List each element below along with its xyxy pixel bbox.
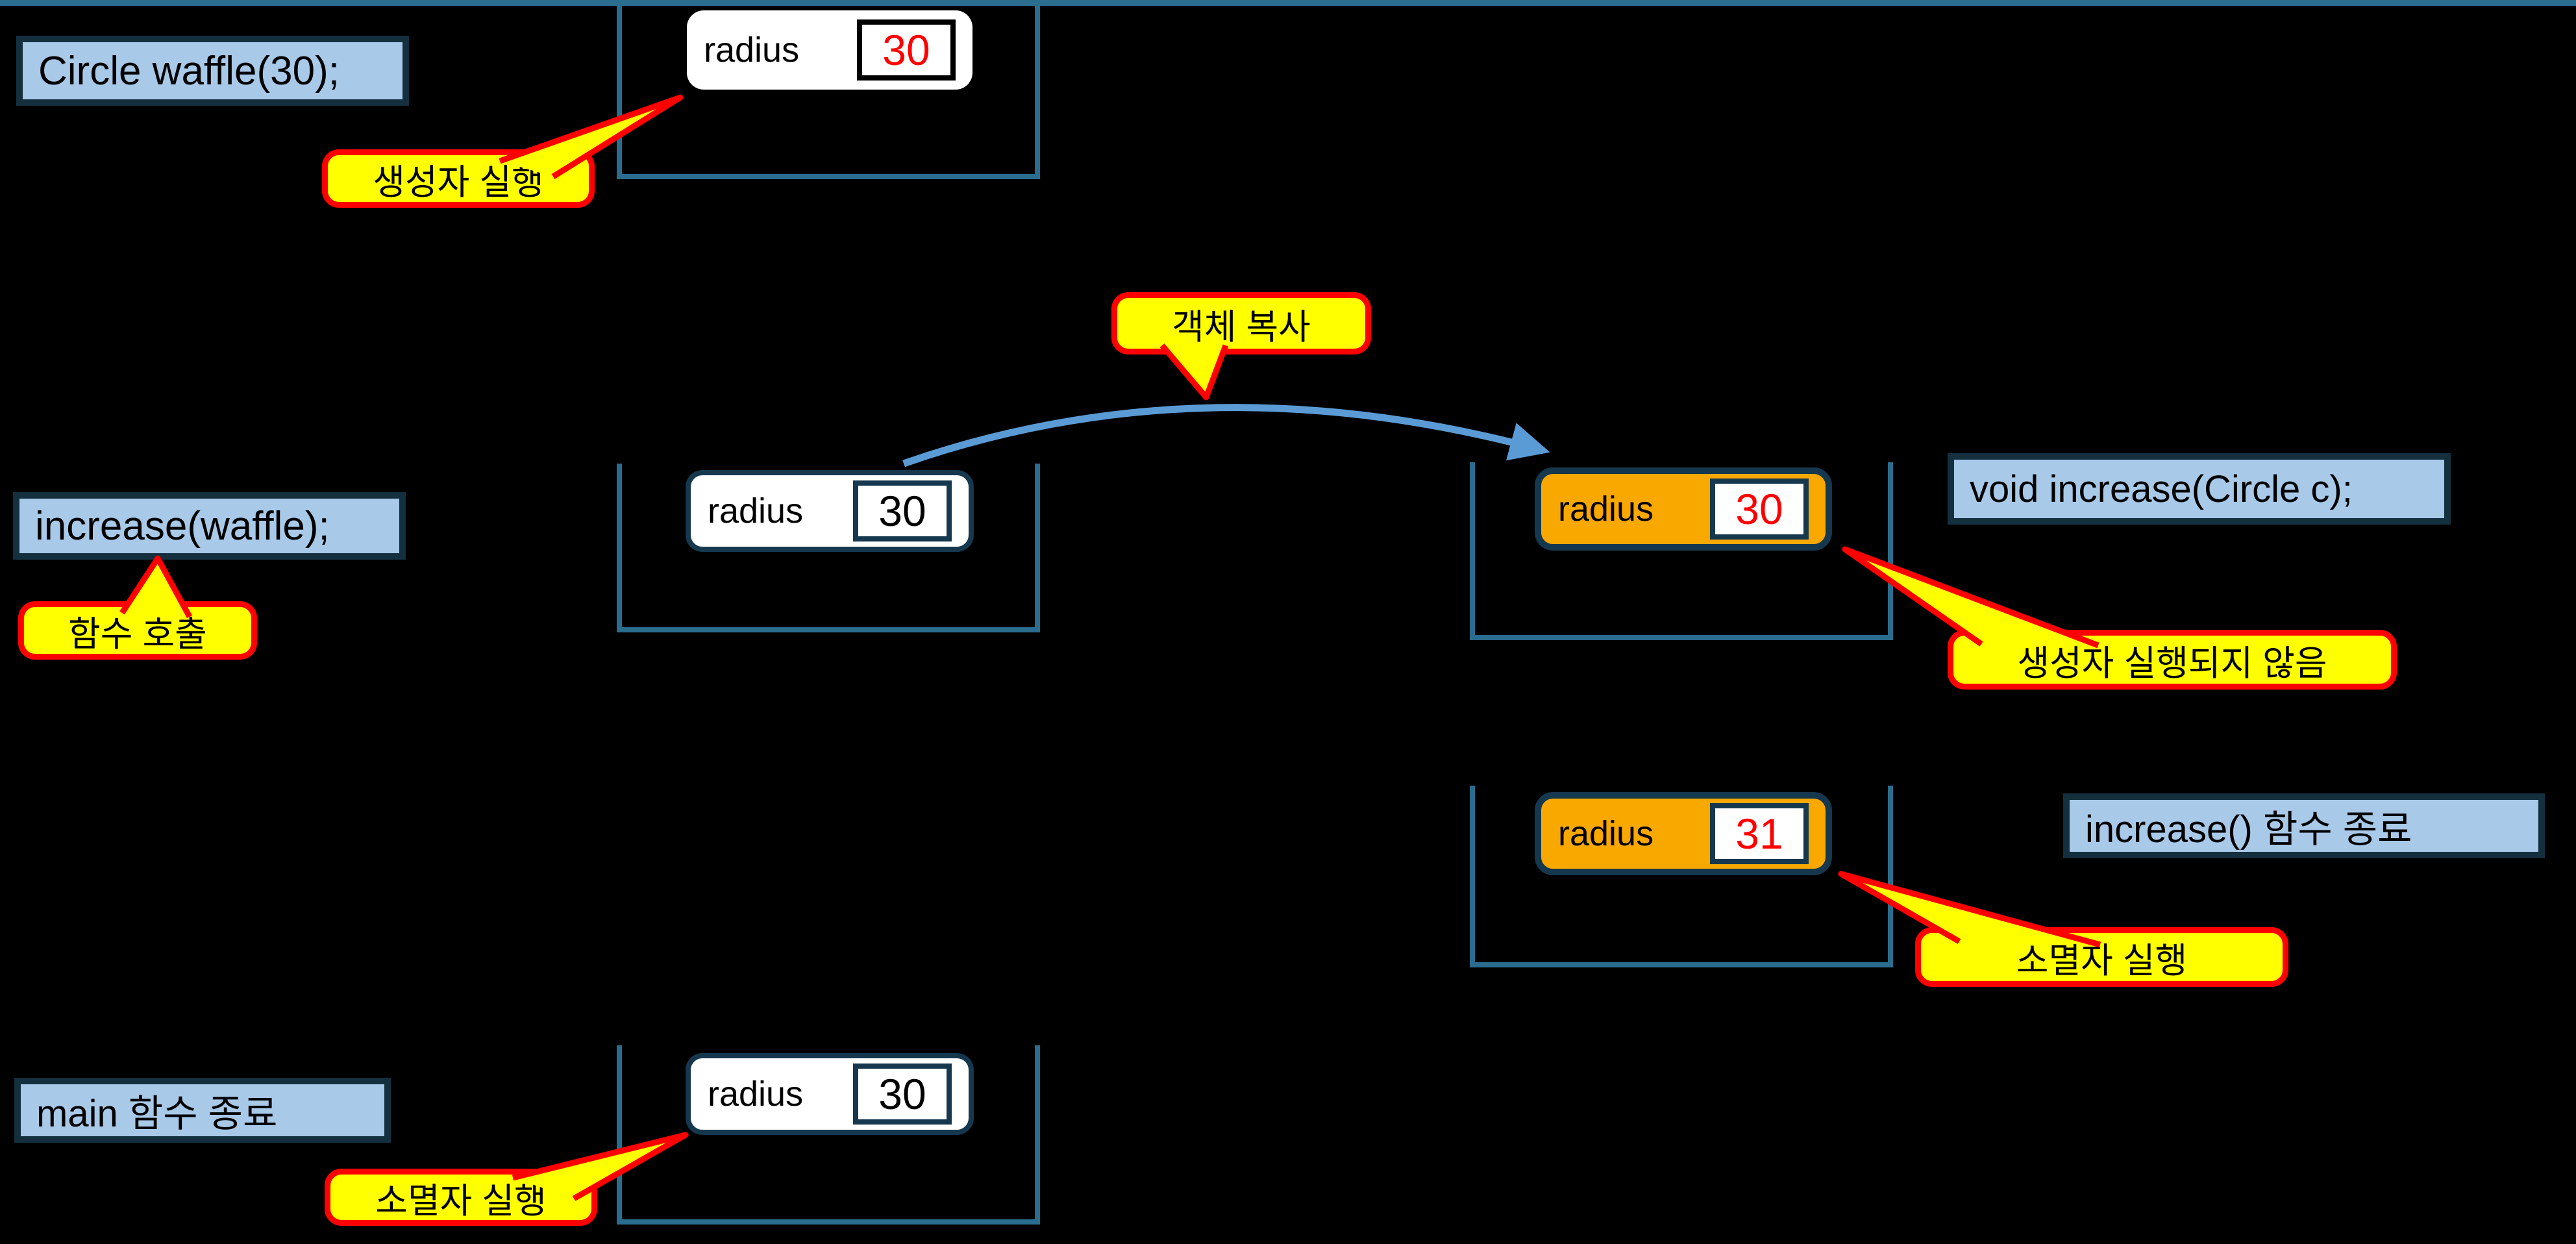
field-value: 31	[1710, 803, 1809, 864]
callout-constructor-not-run: 생성자 실행되지 않음	[1948, 630, 2397, 690]
code-label-main-end: main 함수 종료	[14, 1078, 391, 1143]
field-name-label: radius	[708, 1075, 804, 1113]
callout-object-copy: 객체 복사	[1111, 292, 1371, 355]
object-box-copy-step3: radius 31	[1535, 792, 1832, 875]
object-box-waffle-step2: radius 30	[686, 470, 974, 552]
field-name-label: radius	[708, 491, 804, 530]
field-value: 30	[1710, 479, 1809, 540]
field-value: 30	[853, 480, 952, 541]
scope-bracket-waffle-step2	[617, 464, 1040, 632]
object-box-waffle-step4: radius 30	[686, 1053, 974, 1135]
callout-function-call: 함수 호출	[18, 601, 257, 660]
callout-destructor-run-mid: 소멸자 실행	[1915, 927, 2288, 987]
code-label-increase-end: increase() 함수 종료	[2063, 793, 2545, 858]
object-copy-arrow	[902, 404, 1550, 467]
code-label-increase-call: increase(waffle);	[13, 492, 406, 560]
field-name-label: radius	[704, 31, 800, 69]
callout-destructor-run-bottom: 소멸자 실행	[325, 1169, 597, 1226]
field-value: 30	[853, 1064, 952, 1125]
timeline-separator-3	[0, 0, 2311, 6]
field-name-label: radius	[1558, 814, 1654, 853]
code-label-circle-waffle: Circle waffle(30);	[16, 36, 409, 106]
callout-constructor-run: 생성자 실행	[322, 149, 595, 208]
field-value: 30	[857, 19, 956, 81]
scope-bracket-waffle-step1	[617, 0, 1040, 179]
object-box-waffle-step1: radius 30	[687, 10, 972, 90]
object-box-copy-step2: radius 30	[1535, 467, 1832, 551]
field-name-label: radius	[1558, 490, 1654, 529]
code-label-increase-signature: void increase(Circle c);	[1948, 453, 2451, 525]
